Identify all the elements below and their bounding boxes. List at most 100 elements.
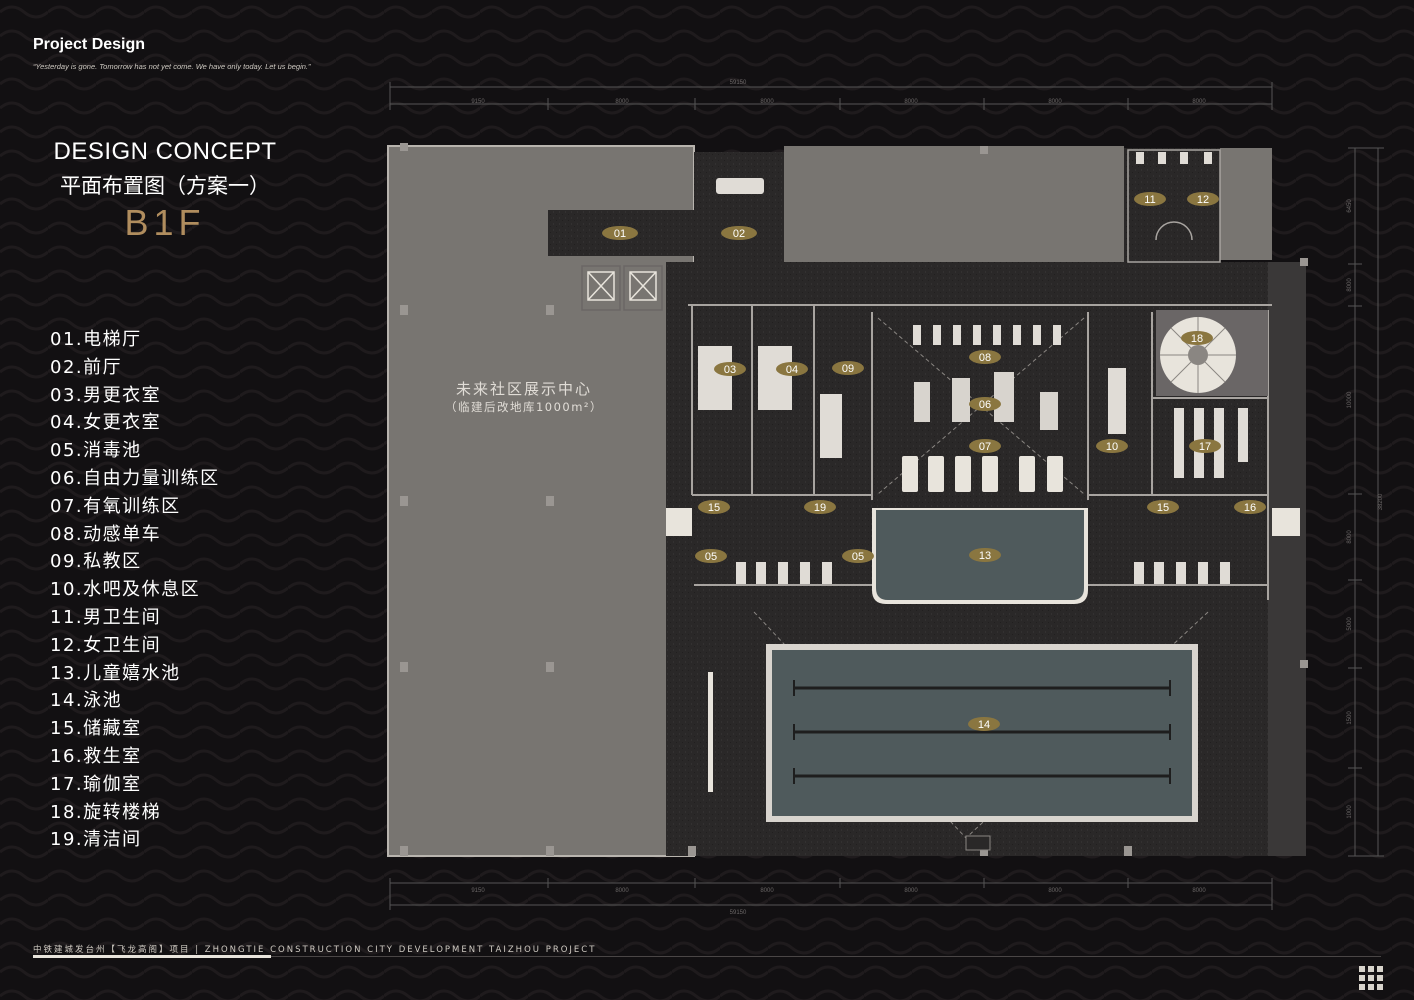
right-dimension: 8000 xyxy=(1347,278,1353,292)
svg-text:14: 14 xyxy=(978,719,990,731)
footer-accent-bar xyxy=(33,955,271,958)
room-tag: 15 xyxy=(698,500,730,514)
legend-item: 04.女更衣室 xyxy=(50,412,162,434)
right-dimension: 8000 xyxy=(1347,530,1353,544)
room-tag: 07 xyxy=(969,439,1001,453)
svg-text:04: 04 xyxy=(786,364,798,376)
legend-item: 19.清洁间 xyxy=(50,829,142,851)
brand-motto: “Yesterday is gone. Tomorrow has not yet… xyxy=(33,62,311,71)
svg-text:08: 08 xyxy=(979,352,991,364)
room-tag: 10 xyxy=(1096,439,1128,453)
svg-text:11: 11 xyxy=(1144,194,1155,206)
right-dimension: 10000 xyxy=(1347,391,1353,408)
room-tag: 01 xyxy=(602,226,638,240)
svg-text:05: 05 xyxy=(852,551,864,563)
bottom-dimension: 8000 xyxy=(760,888,774,894)
svg-text:02: 02 xyxy=(733,228,745,240)
floor-label: B1F xyxy=(124,202,206,243)
top-total-dimension: 59150 xyxy=(730,80,747,86)
spin-bikes xyxy=(913,325,1061,345)
design-concept-title: DESIGN CONCEPT xyxy=(53,138,277,165)
room-tag: 03 xyxy=(714,362,746,376)
restroom-partitions xyxy=(1127,149,1221,263)
legend-item: 07.有氧训练区 xyxy=(50,495,181,517)
room-tag: 04 xyxy=(776,362,808,376)
column-markers xyxy=(400,143,1308,856)
svg-text:17: 17 xyxy=(1199,441,1211,453)
plan-title: 平面布置图（方案一） xyxy=(60,174,270,198)
legend-item: 15.储藏室 xyxy=(50,718,142,740)
legend-item: 12.女卫生间 xyxy=(50,634,162,656)
display-center-note: （临建后改地库1000m²） xyxy=(445,400,603,414)
room-tag: 18 xyxy=(1181,331,1213,345)
top-dimension: 8000 xyxy=(1048,99,1062,105)
room-tag: 17 xyxy=(1189,439,1221,453)
room-tag: 19 xyxy=(804,500,836,514)
swimming-pool xyxy=(708,644,1198,851)
right-dimension: 5000 xyxy=(1347,617,1353,631)
bottom-dimension: 8000 xyxy=(1048,888,1062,894)
svg-text:05: 05 xyxy=(705,551,717,563)
side-stairs xyxy=(666,508,1300,536)
svg-text:07: 07 xyxy=(979,441,991,453)
top-dimension: 8000 xyxy=(904,99,918,105)
room-tag: 08 xyxy=(969,350,1001,364)
room-tag: 02 xyxy=(721,226,757,240)
legend-item: 17.瑜伽室 xyxy=(50,773,142,795)
bottom-dimension: 9150 xyxy=(471,888,485,894)
elevator-shafts xyxy=(581,265,663,311)
room-tag: 13 xyxy=(969,548,1001,562)
right-total-dimension: 38200 xyxy=(1378,493,1384,510)
right-dimension: 1500 xyxy=(1347,711,1353,725)
shower-stalls xyxy=(736,562,1230,584)
room-tag: 14 xyxy=(968,717,1000,731)
legend-item: 18.旋转楼梯 xyxy=(50,801,162,823)
right-dimension-line xyxy=(1348,147,1384,857)
spiral-staircase xyxy=(1156,310,1268,396)
legend-item: 10.水吧及休息区 xyxy=(50,579,201,601)
right-dimension: 1000 xyxy=(1347,805,1353,819)
room-tag: 05 xyxy=(695,549,727,563)
top-dimension: 8000 xyxy=(1192,99,1206,105)
svg-text:15: 15 xyxy=(708,502,720,514)
legend-item: 09.私教区 xyxy=(50,551,142,573)
legend-item: 05.消毒池 xyxy=(50,440,142,462)
room-tag: 12 xyxy=(1187,192,1219,206)
room-tag: 06 xyxy=(969,397,1001,411)
top-dimension: 8000 xyxy=(615,99,629,105)
grey-slab xyxy=(388,146,1272,856)
legend-item: 08.动感单车 xyxy=(50,523,162,545)
bottom-dimension-line xyxy=(389,878,1273,910)
bottom-dimension: 8000 xyxy=(1192,888,1206,894)
svg-text:16: 16 xyxy=(1244,502,1256,514)
svg-text:12: 12 xyxy=(1197,194,1209,206)
svg-text:10: 10 xyxy=(1106,441,1118,453)
svg-text:06: 06 xyxy=(979,399,991,411)
svg-text:18: 18 xyxy=(1191,333,1203,345)
brand-title: Project Design xyxy=(33,36,146,53)
top-dimension: 9150 xyxy=(471,99,485,105)
svg-text:13: 13 xyxy=(979,550,991,562)
svg-text:15: 15 xyxy=(1157,502,1169,514)
legend-item: 14.泳池 xyxy=(50,690,123,712)
legend-item: 06.自由力量训练区 xyxy=(50,467,220,489)
display-center-name: 未来社区展示中心 xyxy=(456,380,592,398)
bottom-dimension: 8000 xyxy=(904,888,918,894)
right-dimension: 6450 xyxy=(1347,199,1353,213)
room-legend: 01.电梯厅 02.前厅 03.男更衣室 04.女更衣室 05.消毒池 06.自… xyxy=(50,326,220,854)
room-tag: 09 xyxy=(832,361,864,375)
footer-project-name: 中铁建城发台州【飞龙高阁】项目 | ZHONGTIE CONSTRUCTION … xyxy=(33,945,597,955)
interior-walls xyxy=(688,304,1272,600)
bottom-total-dimension: 59150 xyxy=(730,910,747,916)
legend-item: 16.救生室 xyxy=(50,745,142,767)
grid-logo-icon xyxy=(1359,966,1383,990)
top-dimension-line xyxy=(389,82,1273,110)
svg-text:09: 09 xyxy=(842,363,854,375)
room-tag: 11 xyxy=(1134,192,1166,206)
legend-item: 01.电梯厅 xyxy=(50,329,142,350)
room-tag: 16 xyxy=(1234,500,1266,514)
svg-text:01: 01 xyxy=(614,228,626,240)
legend-item: 13.儿童嬉水池 xyxy=(50,662,181,684)
legend-item: 03.男更衣室 xyxy=(50,384,162,406)
